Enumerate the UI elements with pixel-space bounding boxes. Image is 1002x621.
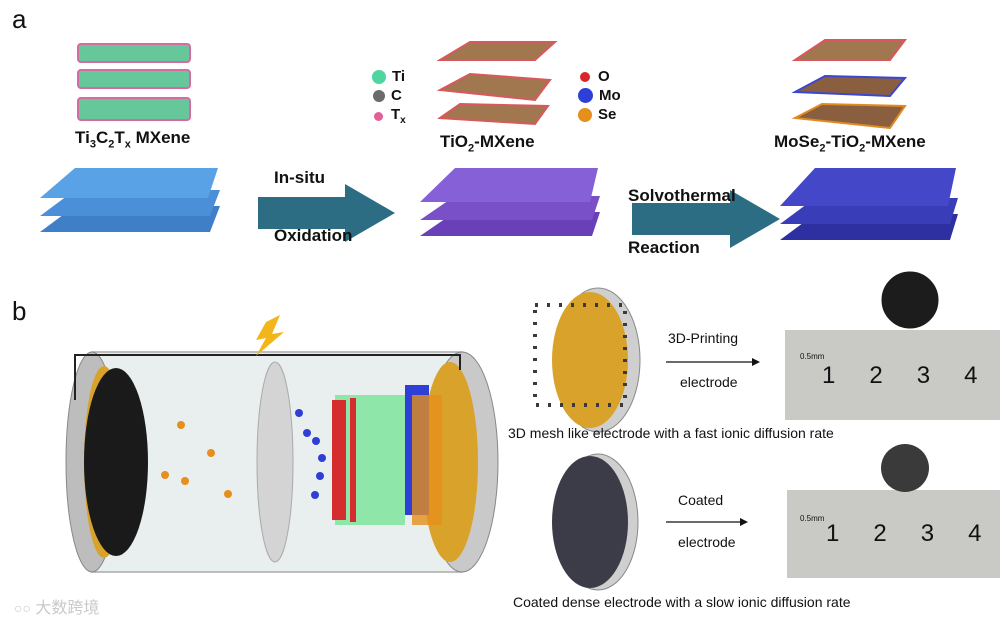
battery-cell [65, 315, 499, 573]
stage2-label: TiO2-MXene [440, 132, 535, 155]
mxene-sheets [40, 168, 220, 232]
arrow1-top-label: In-situ [274, 168, 325, 187]
se-atom-icon [578, 107, 592, 122]
watermark-logo-icon: ○○ [14, 600, 31, 616]
tio2-sheets [420, 168, 600, 236]
coated-electrode [552, 453, 639, 591]
tio2-atomic-stack [436, 41, 558, 126]
mxene-atomic-stack [77, 43, 191, 121]
top-method-label: 3D-Printing [668, 330, 739, 346]
arrow1-bottom-label: Oxidation [274, 226, 353, 245]
top-caption: 3D mesh like electrode with a fast ionic… [508, 425, 834, 441]
tx-atom-icon [374, 111, 383, 121]
legend-item-mo: Mo [578, 87, 621, 104]
ti-atom-icon [372, 69, 386, 84]
legend-right: O Mo Se [578, 68, 621, 123]
ruler-top [785, 270, 1000, 420]
legend-item-ti: Ti [372, 68, 406, 85]
legend-left: Ti C Tx [372, 68, 406, 126]
bottom-method-sublabel: electrode [678, 534, 736, 550]
panel-a-label: a [12, 4, 27, 34]
legend-item-c: C [372, 87, 406, 104]
arrow-oxidation [258, 184, 395, 242]
panel-b-label: b [12, 296, 27, 326]
legend-item-o: O [578, 68, 621, 85]
legend-item-tx: Tx [372, 106, 406, 126]
arrow2-bottom-label: Reaction [628, 238, 700, 257]
legend-item-se: Se [578, 106, 621, 123]
mo-atom-icon [578, 88, 593, 103]
arrow2-top-label: Solvothermal [628, 186, 736, 205]
o-atom-icon [580, 71, 590, 82]
bottom-caption: Coated dense electrode with a slow ionic… [513, 594, 851, 610]
watermark: ○○ 大数跨境 [14, 600, 100, 617]
c-atom-icon [373, 89, 385, 102]
top-method-sublabel: electrode [680, 374, 738, 390]
ruler-bottom-unit: 0.5mm [800, 514, 825, 523]
mose2-sheets [780, 168, 958, 240]
mesh-electrode [533, 287, 641, 433]
arrow-solvothermal [632, 190, 780, 248]
ruler-top-unit: 0.5mm [800, 352, 825, 361]
ruler-bottom [787, 444, 1000, 578]
bottom-method-label: Coated [678, 492, 724, 508]
mose2-atomic-stack [791, 39, 908, 130]
stage3-label: MoSe2-TiO2-MXene [774, 132, 926, 155]
stage1-label: Ti3C2Tx MXene [75, 128, 191, 151]
